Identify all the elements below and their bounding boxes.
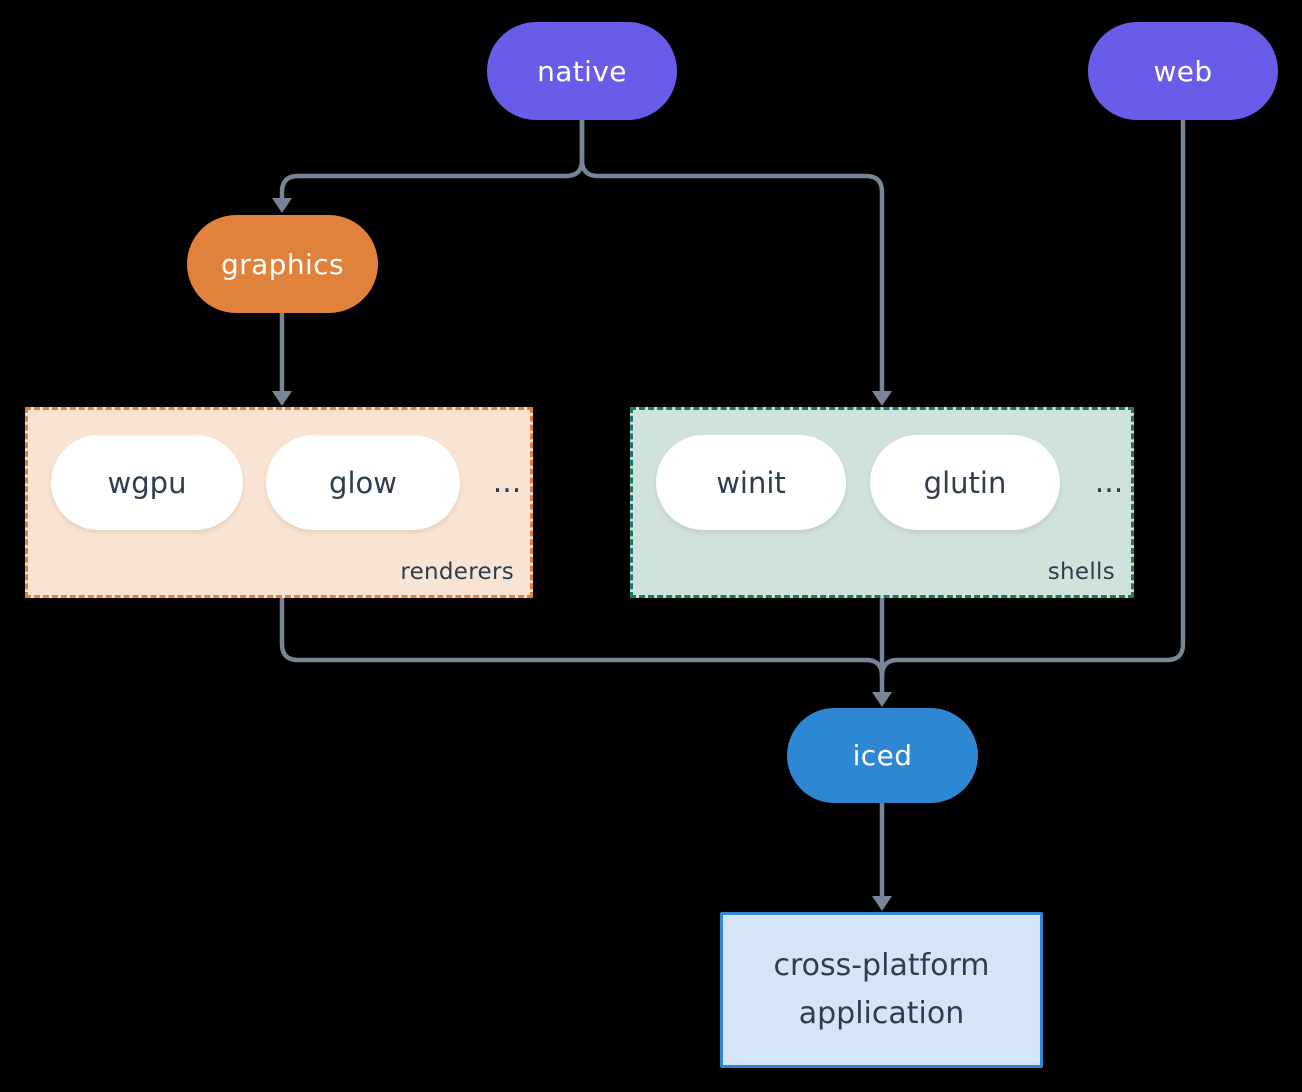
- arrowhead-shells: [872, 391, 892, 406]
- arrowhead-graphics: [272, 198, 292, 213]
- node-web-label: web: [1153, 54, 1213, 88]
- node-graphics-label: graphics: [221, 247, 344, 281]
- node-iced: iced: [787, 708, 978, 803]
- shells-group-label: shells: [1047, 559, 1115, 585]
- group-shells: winit glutin ... shells: [630, 407, 1134, 598]
- node-web: web: [1088, 22, 1278, 120]
- arrowheads: [272, 198, 892, 911]
- group-renderers: wgpu glow ... renderers: [25, 407, 533, 598]
- node-graphics: graphics: [187, 215, 378, 313]
- arrowhead-app: [872, 896, 892, 911]
- edge-renderers-to-junction: [279, 598, 885, 677]
- edge-native-to-shells: [579, 120, 885, 391]
- node-wgpu: wgpu: [51, 435, 243, 530]
- node-cross-platform-application: cross-platform application: [720, 912, 1043, 1068]
- renderers-ellipsis: ...: [492, 465, 522, 500]
- arrowhead-iced: [872, 692, 892, 707]
- edge-group: [279, 120, 1186, 896]
- node-wgpu-label: wgpu: [107, 465, 187, 500]
- renderers-group-label: renderers: [400, 559, 514, 585]
- node-glutin: glutin: [870, 435, 1060, 530]
- node-app-label: cross-platform application: [773, 948, 990, 1031]
- node-native: native: [487, 22, 677, 120]
- node-native-label: native: [537, 54, 627, 88]
- node-winit: winit: [656, 435, 846, 530]
- node-glutin-label: glutin: [923, 465, 1007, 500]
- shells-ellipsis: ...: [1094, 465, 1124, 500]
- node-glow-label: glow: [329, 465, 397, 500]
- node-iced-label: iced: [852, 739, 913, 772]
- edge-native-to-graphics: [279, 120, 585, 198]
- node-winit-label: winit: [716, 465, 786, 500]
- node-glow: glow: [266, 435, 460, 530]
- arrowhead-renderers: [272, 391, 292, 406]
